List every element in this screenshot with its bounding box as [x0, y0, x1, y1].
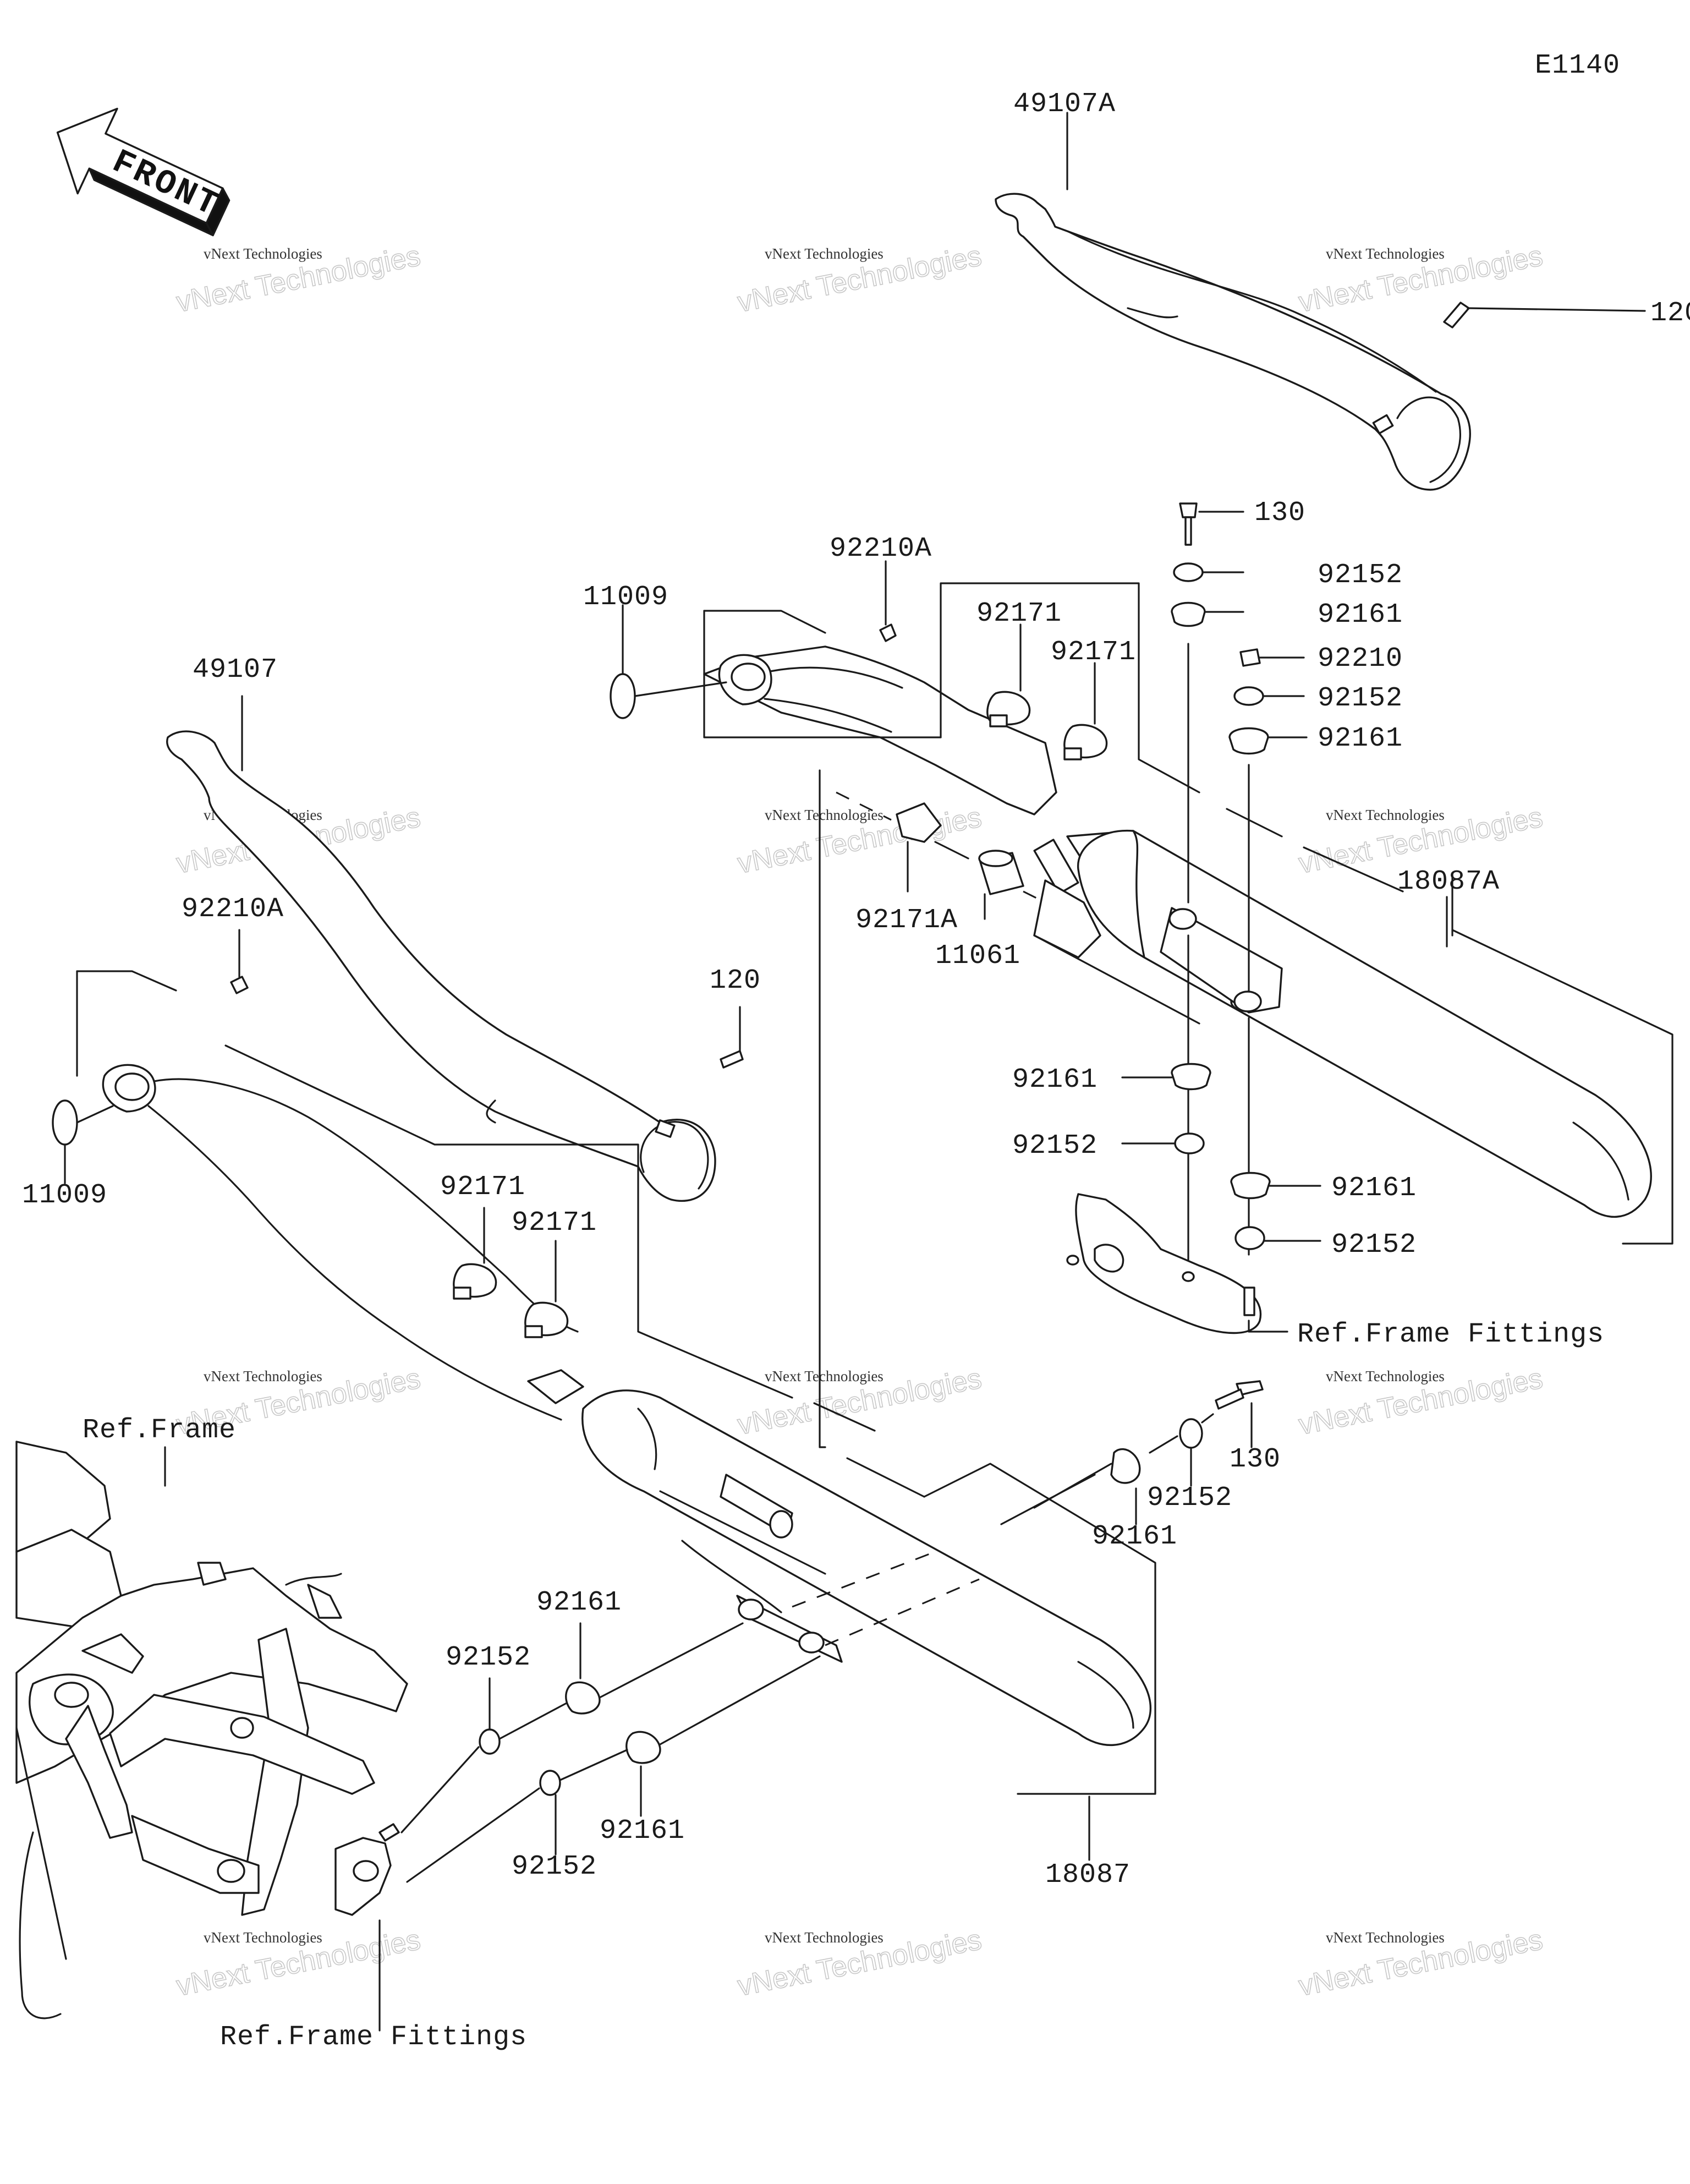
watermark-small: vNext Technologies: [765, 807, 884, 823]
washer-92152-m2: [1234, 1226, 1265, 1250]
label-130-top: 130: [1254, 497, 1305, 529]
label-92171-d: 92171: [512, 1207, 597, 1239]
label-92161-b2: 92161: [600, 1815, 685, 1847]
bolt-120-mid: [720, 1050, 744, 1069]
watermark-small: vNext Technologies: [204, 1368, 322, 1384]
muffler-lower: [581, 1389, 1152, 1747]
label-92161-low: 92161: [1092, 1521, 1177, 1552]
clamp-92171-c: [453, 1263, 497, 1300]
frame: [15, 1441, 408, 2019]
label-120-top: 120: [1650, 298, 1690, 329]
watermark-small: vNext Technologies: [1326, 245, 1445, 262]
heat-guard-upper: [995, 193, 1471, 491]
washer-92152-low: [1179, 1418, 1203, 1449]
watermark-small: vNext Technologies: [204, 1929, 322, 1946]
watermark-small: vNext Technologies: [765, 1929, 884, 1946]
header-pipe-upper: [718, 654, 903, 733]
label-92161-r2: 92161: [1318, 723, 1403, 754]
label-92210: 92210: [1318, 643, 1403, 675]
watermark-small: vNext Technologies: [204, 245, 322, 262]
label-92152-low: 92152: [1147, 1482, 1232, 1514]
watermark-small: vNext Technologies: [1326, 1368, 1445, 1384]
washer-92152-m1: [1174, 1132, 1205, 1154]
washer-92152-r2: [1233, 686, 1264, 706]
watermark-small: vNext Technologies: [765, 1368, 884, 1384]
label-130-low: 130: [1230, 1444, 1281, 1475]
label-92152-m1: 92152: [1012, 1130, 1098, 1162]
label-92210A-left: 92210A: [182, 894, 284, 925]
label-92152-m2: 92152: [1331, 1229, 1417, 1261]
gasket-11009-top: [610, 673, 636, 719]
label-18087: 18087: [1045, 1859, 1131, 1891]
label-11009-left: 11009: [22, 1180, 107, 1211]
label-92161-m2: 92161: [1331, 1173, 1417, 1204]
connector-pipe: [1033, 879, 1101, 959]
grommet-92161-r2: [1228, 727, 1269, 755]
clamp-92171-b: [1063, 724, 1108, 760]
label-92161-m1: 92161: [1012, 1064, 1098, 1096]
bolt-130-top: [1179, 502, 1198, 546]
clamp-92171A: [896, 802, 942, 843]
grommet-92161-r1: [1171, 601, 1206, 627]
clamp-92171-d: [524, 1301, 569, 1338]
nut-92210A-top: [879, 623, 897, 642]
label-92210A-top: 92210A: [830, 533, 932, 565]
heat-guard-lower: [166, 730, 716, 1202]
grommet-92161-low: [1110, 1448, 1141, 1484]
label-92161-b1: 92161: [536, 1587, 622, 1618]
watermark-small: vNext Technologies: [1326, 807, 1445, 823]
watermark-small: vNext Technologies: [1326, 1929, 1445, 1946]
washer-92152-b1: [479, 1728, 501, 1755]
label-11009-top: 11009: [583, 582, 668, 613]
watermark-small: vNext Technologies: [765, 245, 884, 262]
label-92152-b2: 92152: [512, 1851, 597, 1882]
label-18087A: 18087A: [1397, 866, 1500, 897]
grommet-92161-m1: [1171, 1063, 1211, 1091]
watermarks: vNext Technologies vNext Technologies vNe…: [173, 239, 1545, 2002]
sleeve-11061: [978, 850, 1024, 895]
label-92171A: 92171A: [855, 905, 958, 936]
bolt-120-top: [1443, 302, 1646, 329]
label-92171-b: 92171: [1051, 637, 1136, 668]
label-ref-frame-fittings-right: Ref.Frame Fittings: [1297, 1319, 1604, 1350]
bracket-frame-fittings-right: [1066, 1193, 1262, 1334]
grommet-92161-b1: [565, 1681, 601, 1715]
nut-92210: [1239, 648, 1261, 667]
washer-92152-b2: [539, 1770, 561, 1796]
label-92161-r1: 92161: [1318, 599, 1403, 631]
grommet-92161-m2: [1230, 1172, 1271, 1200]
washer-92152-r1: [1173, 562, 1204, 582]
diagram-code: E1140: [1535, 50, 1620, 81]
label-92152-r1: 92152: [1318, 560, 1403, 591]
label-11061: 11061: [935, 940, 1020, 972]
nut-92210A-left: [230, 976, 249, 994]
label-92152-r2: 92152: [1318, 683, 1403, 714]
bracket-frame-fittings-bottom: [334, 1823, 400, 1916]
label-92171-c: 92171: [440, 1172, 525, 1203]
label-ref-frame: Ref.Frame: [83, 1415, 236, 1446]
label-49107A: 49107A: [1013, 89, 1116, 120]
grommet-92161-b2: [625, 1731, 661, 1764]
label-ref-frame-fittings-bottom: Ref.Frame Fittings: [220, 2022, 527, 2053]
gasket-11009-left: [52, 1099, 78, 1146]
label-92171-a: 92171: [976, 598, 1062, 630]
muffler-upper: [703, 645, 1652, 1218]
label-120-mid: 120: [710, 965, 761, 997]
bolt-130-low: [1215, 1380, 1264, 1410]
header-pipe-lower: [102, 1064, 584, 1421]
front-arrow-icon: FRONT: [56, 107, 231, 237]
clamp-92171-a: [986, 691, 1031, 727]
label-92152-b1: 92152: [446, 1642, 531, 1673]
label-49107: 49107: [193, 654, 278, 686]
